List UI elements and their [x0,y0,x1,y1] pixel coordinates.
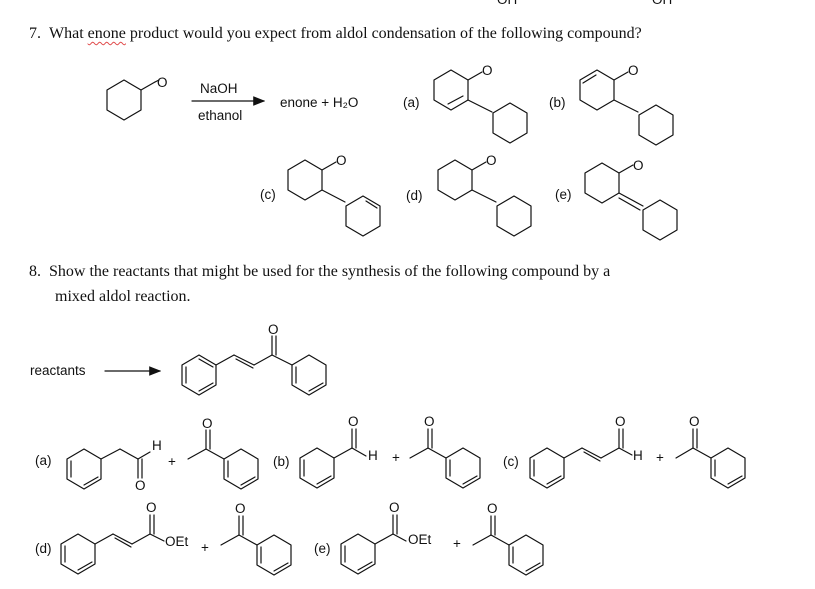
q7-d-oxygen: O [486,153,497,168]
question-7-number: 7. [29,25,41,42]
q8-option-d-label: (d) [35,541,52,556]
q8-b-plus: + [392,450,400,465]
q8-d-plus: + [201,540,209,555]
question-8: 8. Show the reactants that might be used… [29,262,610,282]
q7-option-b-structure: O [579,63,674,146]
question-8-line2: mixed aldol reaction. [55,288,191,305]
q8-a-plus: + [168,454,176,469]
q8-option-d-structures: O OEt + O [60,500,292,576]
q7-option-b-label: (b) [549,95,566,110]
q8-a-oxygen-1: O [135,478,146,493]
q8-d-ester: OEt [165,534,189,549]
q8-option-a-label: (a) [35,453,52,468]
q7-e-oxygen: O [633,158,644,173]
question-7-text-before: What [49,25,88,42]
q8-c-oxygen-2: O [689,414,700,429]
q7-product-text: enone + H₂O [280,95,358,110]
q8-d-oxygen-1: O [146,500,157,515]
q8-option-b-structures: O H + O [299,414,481,489]
q7-c-oxygen: O [336,153,347,168]
q8-e-plus: + [453,536,461,551]
q7-sm-oxygen: O [157,75,168,90]
top-cutoff-oh-1: OH [497,0,517,7]
q7-option-a-structure: O [433,63,528,144]
q8-option-a-structures: O H + O [66,416,259,493]
q7-option-d-label: (d) [406,188,423,203]
q8-e-oxygen-1: O [389,500,400,515]
q7-option-d-structure: O [437,153,532,237]
q8-a-hydrogen: H [152,438,162,453]
q7-option-e-structure: O [584,158,678,241]
q8-option-b-label: (b) [273,454,290,469]
q8-e-oxygen-2: O [487,501,498,516]
q8-option-c-label: (c) [503,454,519,469]
top-cutoff-oh-2: OH [652,0,672,7]
q7-starting-material: O [106,75,168,121]
q8-b-oxygen-1: O [348,414,359,429]
q7-option-c-label: (c) [260,187,276,202]
question-7: 7. What enone product would you expect f… [29,24,642,44]
q8-c-plus: + [656,450,664,465]
q7-option-e-label: (e) [555,187,572,202]
q7-reagent-naoh: NaOH [200,81,238,96]
q7-b-oxygen: O [628,63,639,78]
q8-c-hydrogen: H [633,448,643,463]
q8-a-oxygen-2: O [202,416,213,431]
q8-b-hydrogen: H [368,448,378,463]
q7-a-oxygen: O [482,63,493,78]
question-7-flagged-word[interactable]: enone [87,25,126,42]
q8-d-oxygen-2: O [235,501,246,516]
q7-reaction-arrow: NaOH ethanol [191,81,266,123]
q8-reactants-label: reactants [30,363,86,378]
q8-b-oxygen-2: O [424,414,435,429]
question-8-number: 8. [29,263,41,280]
q8-target-compound: O [181,322,327,396]
q8-option-e-label: (e) [314,541,331,556]
q7-option-c-structure: O [287,153,381,237]
q7-reagent-ethanol: ethanol [198,108,242,123]
q8-e-ester: OEt [408,532,432,547]
q8-target-oxygen: O [268,322,279,337]
q8-c-oxygen-1: O [615,414,626,429]
question-8-line1: Show the reactants that might be used fo… [49,263,611,280]
q7-option-a-label: (a) [403,95,420,110]
question-8-line2-wrap: mixed aldol reaction. [55,287,191,307]
q8-option-e-structures: O OEt + O [340,500,544,576]
question-7-text-after: product would you expect from aldol cond… [125,25,642,42]
q8-option-c-structures: O H + O [529,414,746,489]
